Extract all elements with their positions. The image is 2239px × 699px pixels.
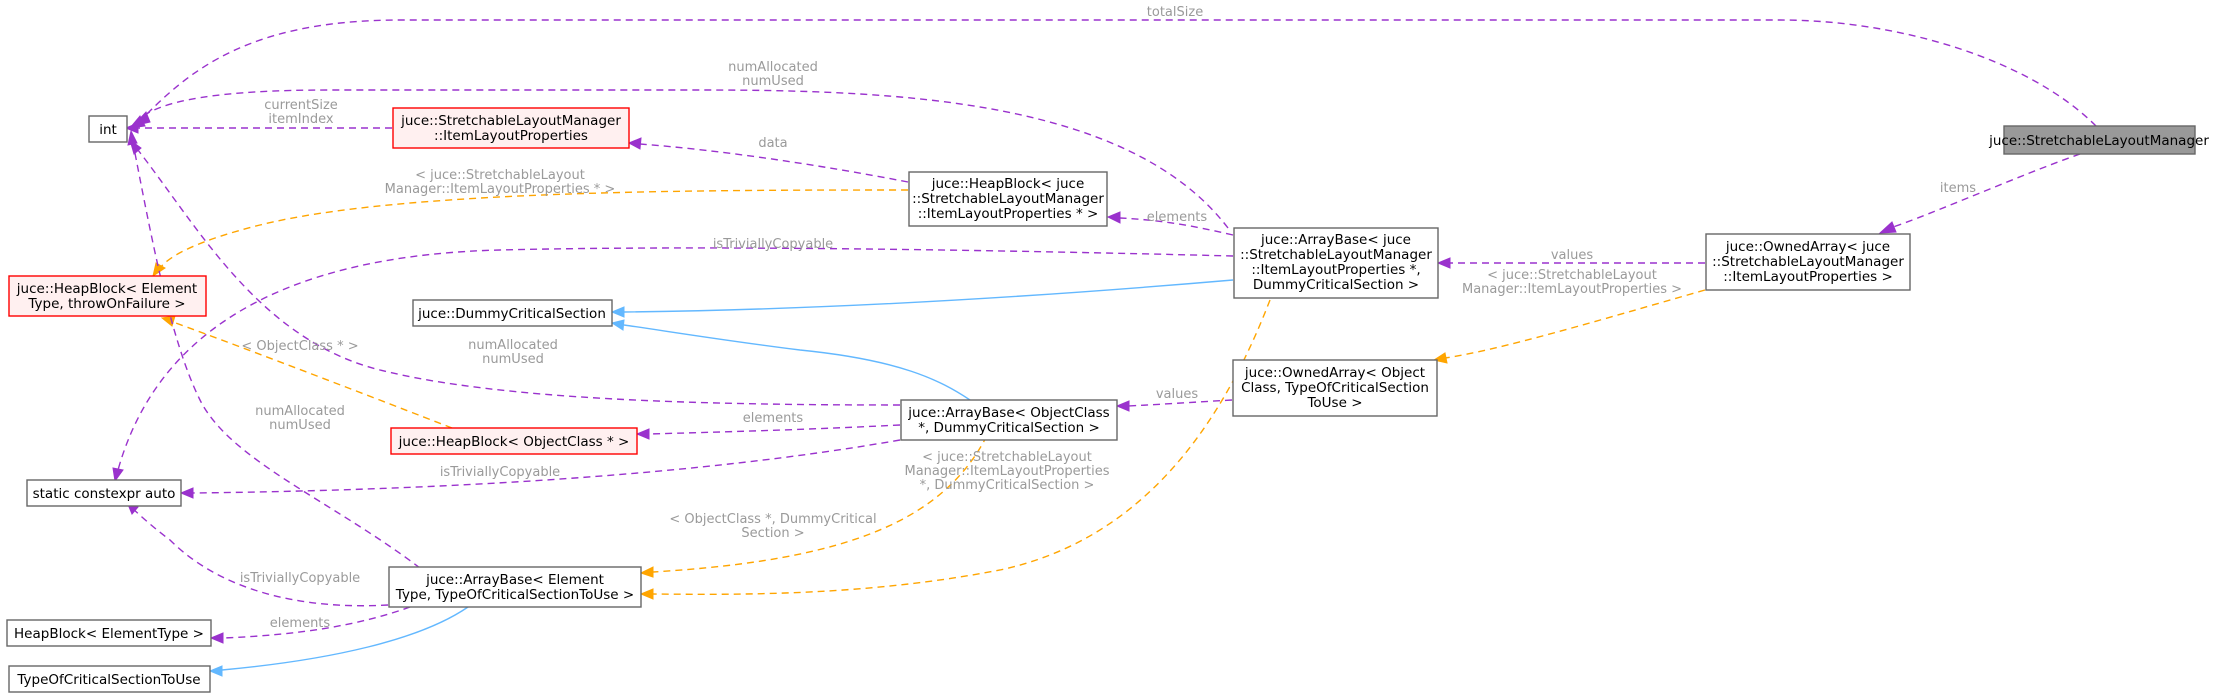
node-stretchable-layout-manager[interactable]: juce::StretchableLayoutManager <box>1988 125 2209 155</box>
edge-dummycs-ilp <box>610 279 1234 318</box>
label-data: data <box>758 136 787 151</box>
svg-text:juce::StretchableLayoutManager: juce::StretchableLayoutManager <box>1988 133 2209 149</box>
edge-dummycs-objclass <box>610 319 971 401</box>
svg-text:juce::ArrayBase< ObjectClass: juce::ArrayBase< ObjectClass <box>907 405 1109 421</box>
node-heapblock-objclass[interactable]: juce::HeapBlock< ObjectClass * > <box>390 427 638 455</box>
svg-text:juce::StretchableLayoutManager: juce::StretchableLayoutManager <box>400 113 621 129</box>
label-numallocated-mid-1: numAllocated <box>468 338 558 353</box>
edge-currentsize <box>124 122 392 134</box>
label-tpl-ilp-dcs-3: *, DummyCriticalSection > <box>920 478 1095 493</box>
svg-text:juce::ArrayBase< juce: juce::ArrayBase< juce <box>1260 232 1411 248</box>
svg-text:HeapBlock< ElementType >: HeapBlock< ElementType > <box>14 626 204 642</box>
svg-text:juce::OwnedArray< Object: juce::OwnedArray< Object <box>1244 365 1425 381</box>
svg-text:::ItemLayoutProperties * >: ::ItemLayoutProperties * > <box>918 206 1099 222</box>
edge-trivially-mid <box>179 439 901 499</box>
edge-tpl-ilp-ptr <box>152 189 909 278</box>
node-arraybase-template[interactable]: juce::ArrayBase< Element Type, TypeOfCri… <box>388 566 642 608</box>
edge-data <box>627 137 909 183</box>
svg-text:::StretchableLayoutManager: ::StretchableLayoutManager <box>912 191 1104 207</box>
edge-tpl-ilp <box>1432 289 1706 364</box>
label-items: items <box>1940 181 1976 196</box>
label-objclass-ptr: < ObjectClass * > <box>241 339 358 354</box>
svg-text:static constexpr auto: static constexpr auto <box>33 486 176 502</box>
svg-text:int: int <box>99 122 117 138</box>
node-heapblock-elementtype[interactable]: HeapBlock< ElementType > <box>6 619 212 647</box>
label-numallocated-left-2: numUsed <box>269 418 331 433</box>
svg-text:::StretchableLayoutManager: ::StretchableLayoutManager <box>1240 247 1432 263</box>
svg-text:TypeOfCriticalSectionToUse: TypeOfCriticalSectionToUse <box>16 672 200 688</box>
label-tpl-ilp-1: < juce::StretchableLayout <box>1487 268 1657 283</box>
label-numallocated-left-1: numAllocated <box>255 404 345 419</box>
edge-tpl-objclass-dcs <box>639 424 993 578</box>
edge-items <box>1878 153 2081 234</box>
node-arraybase-objclass[interactable]: juce::ArrayBase< ObjectClass *, DummyCri… <box>900 399 1118 441</box>
svg-text:juce::HeapBlock< juce: juce::HeapBlock< juce <box>931 176 1085 192</box>
svg-text:juce::DummyCriticalSection: juce::DummyCriticalSection <box>417 306 606 322</box>
svg-text:::ItemLayoutProperties *,: ::ItemLayoutProperties *, <box>1251 262 1420 278</box>
node-arraybase-ilp[interactable]: juce::ArrayBase< juce ::StretchableLayou… <box>1233 227 1439 299</box>
edge-trivially-top <box>112 247 1234 483</box>
svg-text:juce::HeapBlock< ObjectClass *: juce::HeapBlock< ObjectClass * > <box>398 434 630 450</box>
node-int[interactable]: int <box>88 115 128 143</box>
edge-trivially-bottom <box>126 501 389 607</box>
node-heapblock-ilp[interactable]: juce::HeapBlock< juce ::StretchableLayou… <box>908 171 1108 227</box>
svg-text:juce::HeapBlock< Element: juce::HeapBlock< Element <box>16 281 197 297</box>
svg-text:juce::ArrayBase< Element: juce::ArrayBase< Element <box>425 572 604 588</box>
svg-text:::ItemLayoutProperties >: ::ItemLayoutProperties > <box>1723 269 1893 285</box>
label-tpl-ilp-dcs-1: < juce::StretchableLayout <box>922 450 1092 465</box>
label-numallocated-top-2: numUsed <box>742 74 804 89</box>
label-numallocated-mid-2: numUsed <box>482 352 544 367</box>
label-values-top: values <box>1551 248 1594 263</box>
node-heapblock-template[interactable]: juce::HeapBlock< Element Type, throwOnFa… <box>8 275 207 317</box>
label-tpl-ilp-ptr-2: Manager::ItemLayoutProperties * > <box>385 182 616 197</box>
edge-elements-ilp <box>1106 211 1234 236</box>
svg-text:::ItemLayoutProperties: ::ItemLayoutProperties <box>434 128 588 144</box>
label-elements-objclass: elements <box>743 411 804 426</box>
label-tpl-ilp-ptr-1: < juce::StretchableLayout <box>415 168 585 183</box>
label-totalsize: totalSize <box>1147 5 1203 20</box>
label-elements-ilp: elements <box>1147 210 1208 225</box>
svg-text:DummyCriticalSection >: DummyCriticalSection > <box>1253 277 1419 293</box>
label-numallocated-top-1: numAllocated <box>728 60 818 75</box>
edge-elements-objclass <box>635 424 901 440</box>
node-static-constexpr-auto[interactable]: static constexpr auto <box>26 479 182 507</box>
node-typeofcriticalsection[interactable]: TypeOfCriticalSectionToUse <box>8 665 211 693</box>
edge-numallocated-left <box>127 129 421 569</box>
node-item-layout-properties[interactable]: juce::StretchableLayoutManager ::ItemLay… <box>392 107 630 149</box>
label-elements-bottom: elements <box>270 616 331 631</box>
node-dummy-critical-section[interactable]: juce::DummyCriticalSection <box>412 299 613 327</box>
label-trivially-mid: isTriviallyCopyable <box>440 465 560 480</box>
label-tpl-objclass-dcs-2: Section > <box>741 526 804 541</box>
label-trivially-top: isTriviallyCopyable <box>713 237 833 252</box>
node-ownedarray-ilp[interactable]: juce::OwnedArray< juce ::StretchableLayo… <box>1705 233 1911 291</box>
edge-typeofcs <box>208 606 469 677</box>
node-ownedarray-template[interactable]: juce::OwnedArray< Object Class, TypeOfCr… <box>1232 359 1438 417</box>
svg-text:*, DummyCriticalSection >: *, DummyCriticalSection > <box>918 420 1100 436</box>
label-currentsize-1: currentSize <box>264 98 338 113</box>
svg-text:Class, TypeOfCriticalSection: Class, TypeOfCriticalSection <box>1241 380 1429 396</box>
edge-tpl-ilp-dcs <box>639 299 1271 600</box>
label-trivially-bottom: isTriviallyCopyable <box>240 571 360 586</box>
label-values-mid: values <box>1156 387 1199 402</box>
label-currentsize-2: itemIndex <box>268 112 333 127</box>
svg-text:Type, TypeOfCriticalSectionToU: Type, TypeOfCriticalSectionToUse > <box>395 587 634 603</box>
edge-elements-bottom <box>209 606 411 644</box>
svg-text:Type, throwOnFailure >: Type, throwOnFailure > <box>27 296 185 312</box>
svg-text:ToUse >: ToUse > <box>1306 395 1362 411</box>
label-tpl-objclass-dcs-1: < ObjectClass *, DummyCritical <box>669 512 876 527</box>
svg-text:::StretchableLayoutManager: ::StretchableLayoutManager <box>1712 254 1904 270</box>
label-tpl-ilp-dcs-2: Manager::ItemLayoutProperties <box>905 464 1110 479</box>
edge-values-top <box>1436 257 1705 269</box>
label-tpl-ilp-2: Manager::ItemLayoutProperties > <box>1462 282 1682 297</box>
svg-text:juce::OwnedArray< juce: juce::OwnedArray< juce <box>1725 239 1890 255</box>
edge-values-mid <box>1115 399 1233 412</box>
